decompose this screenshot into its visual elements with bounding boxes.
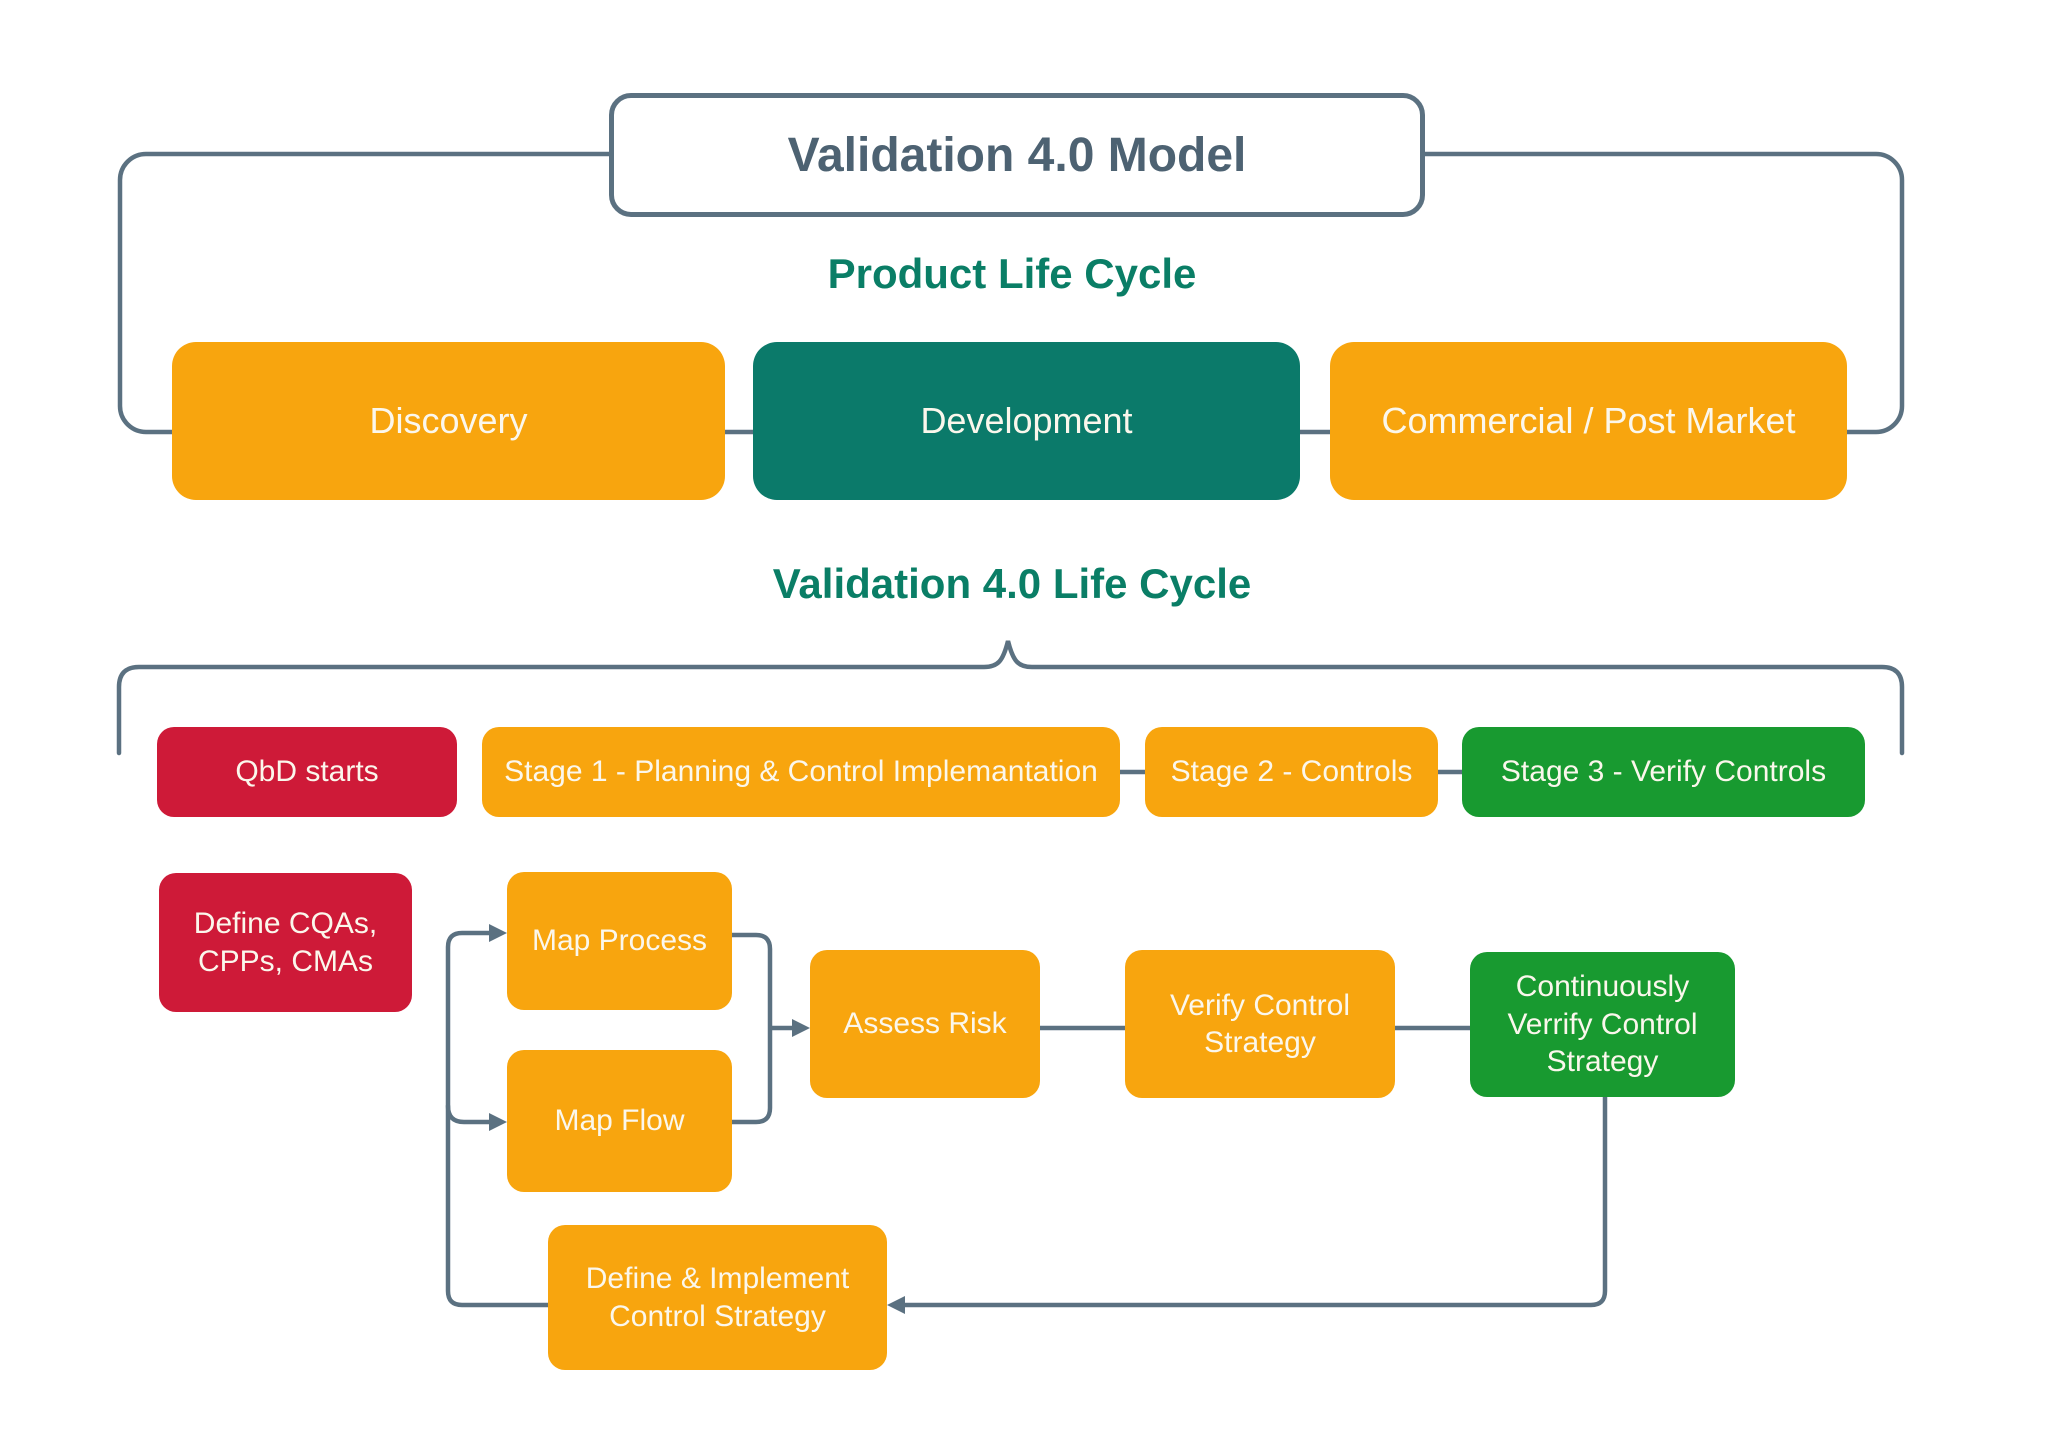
arrowhead-define-implement xyxy=(887,1296,905,1314)
arrowhead-map-process xyxy=(489,924,507,942)
flow-node-define-cqas-cpps-cmas: Define CQAs, CPPs, CMAs xyxy=(159,873,412,1012)
flow-node-define-implement-control-strategy: Define & Implement Control Strategy xyxy=(548,1225,887,1370)
heading-validation-life-cycle: Validation 4.0 Life Cycle xyxy=(772,560,1252,607)
stage-2-controls: Stage 2 - Controls xyxy=(1145,727,1438,817)
feedback-line xyxy=(897,1094,1608,1308)
branch-line-map-flow xyxy=(445,1103,497,1125)
stage-qbd-starts: QbD starts xyxy=(157,727,457,817)
flow-node-verify-control-strategy: Verify Control Strategy xyxy=(1125,950,1395,1098)
stage-1-planning-control-implementation: Stage 1 - Planning & Control Implemantat… xyxy=(482,727,1120,817)
arrowhead-map-flow xyxy=(489,1113,507,1131)
flow-node-continuously-verify-control-strategy: Continuously Verrify Control Strategy xyxy=(1470,952,1735,1097)
phase-commercial-post-market: Commercial / Post Market xyxy=(1330,342,1847,500)
merge-line xyxy=(729,932,773,1125)
phase-discovery: Discovery xyxy=(172,342,725,500)
branch-line xyxy=(445,930,555,1308)
phase-development: Development xyxy=(753,342,1300,500)
flow-node-map-process: Map Process xyxy=(507,872,732,1010)
arrowhead-assess-risk xyxy=(792,1019,810,1037)
flow-node-assess-risk: Assess Risk xyxy=(810,950,1040,1098)
flow-node-map-flow: Map Flow xyxy=(507,1050,732,1192)
stage-3-verify-controls: Stage 3 - Verify Controls xyxy=(1462,727,1865,817)
validation-lifecycle-brace xyxy=(116,640,1905,756)
heading-product-life-cycle: Product Life Cycle xyxy=(827,250,1197,297)
diagram-title: Validation 4.0 Model xyxy=(609,93,1425,217)
